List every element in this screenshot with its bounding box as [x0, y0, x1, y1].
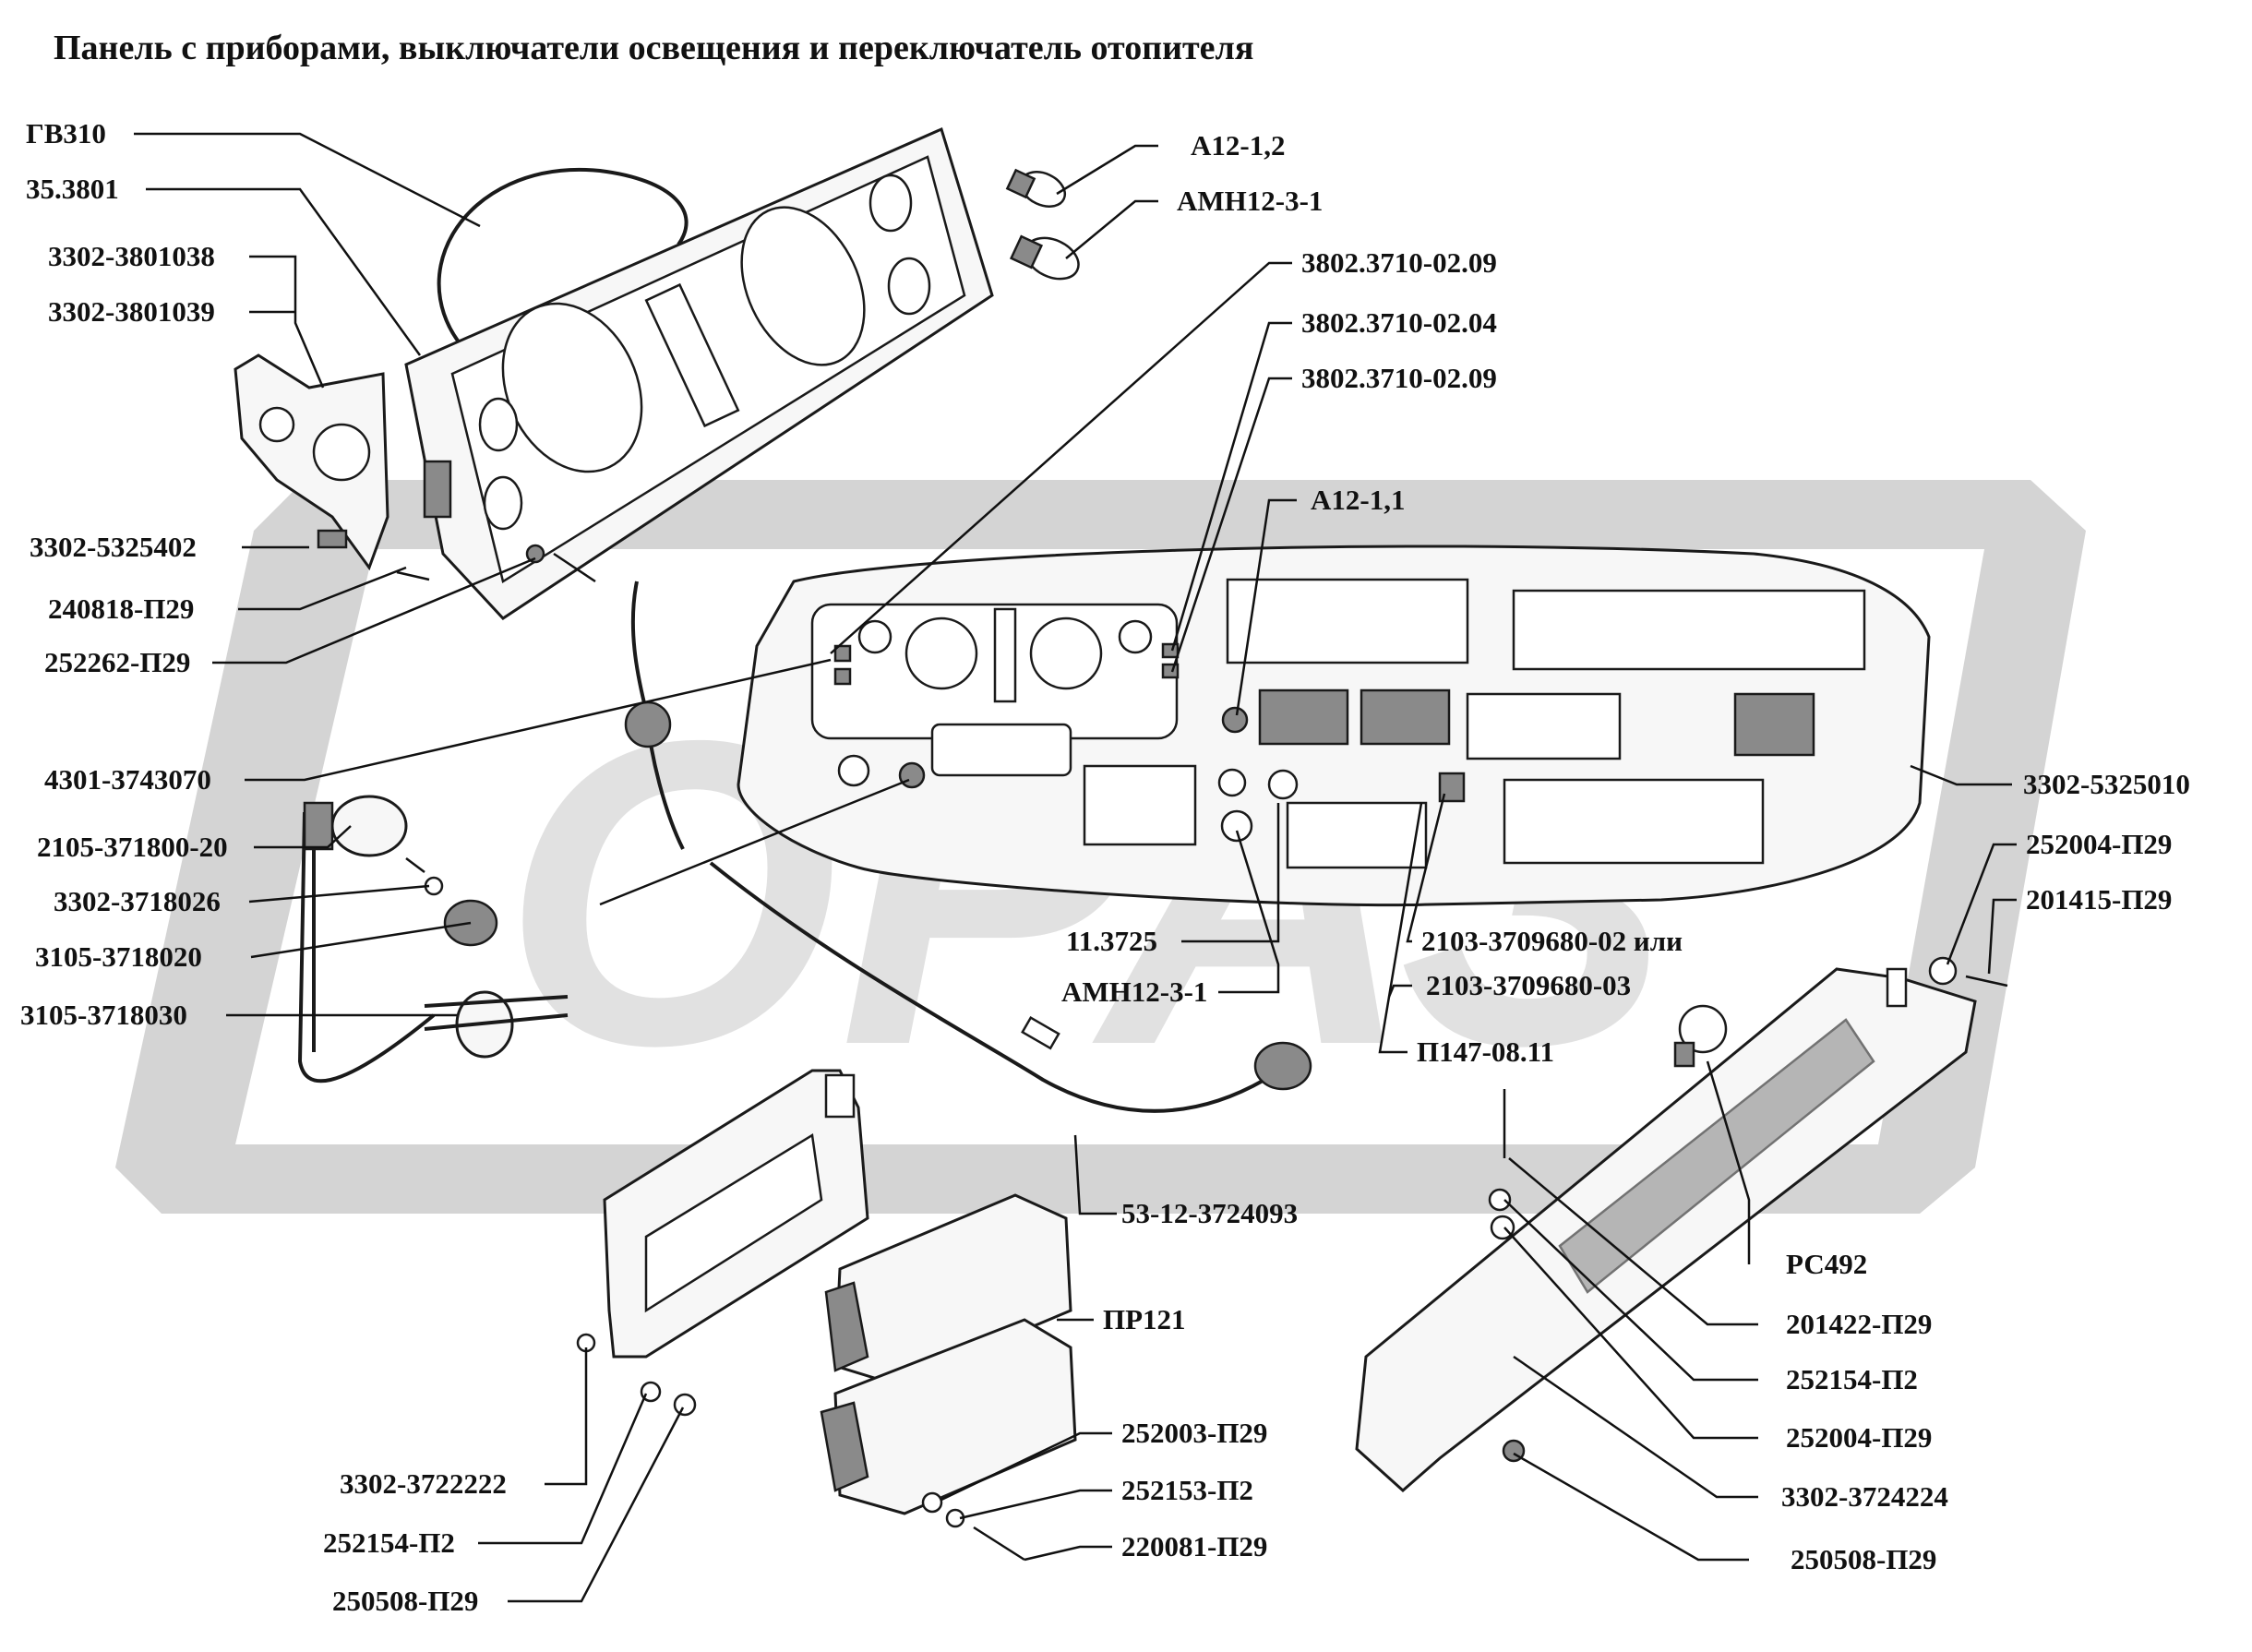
label-252154-right: 252154-П2 — [1786, 1363, 1918, 1395]
label-amn12-mid: АМН12-3-1 — [1061, 976, 1207, 1008]
leader-lines — [134, 132, 2017, 1603]
label-35-3801: 35.3801 — [26, 173, 119, 205]
label-3302-5325010: 3302-5325010 — [2023, 768, 2190, 800]
label-2105: 2105-371800-20 — [37, 831, 228, 863]
label-gv310: ГВ310 — [26, 117, 106, 150]
label-2103-03: 2103-3709680-03 — [1426, 969, 1631, 1001]
label-252262: 252262-П29 — [44, 646, 190, 678]
cluster-bracket — [234, 353, 430, 581]
label-amn12-top: АМН12-3-1 — [1177, 185, 1323, 217]
label-p147: П147-08.11 — [1417, 1035, 1554, 1068]
label-201422: 201422-П29 — [1786, 1308, 1932, 1340]
label-250508-right: 250508-П29 — [1791, 1543, 1936, 1575]
label-53-12: 53-12-3724093 — [1121, 1197, 1298, 1229]
label-rs492: РС492 — [1786, 1248, 1867, 1280]
label-2103-02: 2103-3709680-02 или — [1421, 925, 1683, 957]
label-3302-3724224: 3302-3724224 — [1781, 1480, 1948, 1513]
label-252154-left: 252154-П2 — [323, 1526, 455, 1559]
label-pr121: ПР121 — [1103, 1303, 1186, 1335]
label-220081: 220081-П29 — [1121, 1530, 1267, 1562]
heater-panel — [1355, 956, 2008, 1493]
label-a12-12: А12-1,2 — [1191, 129, 1285, 162]
light-switch — [297, 795, 569, 1083]
speedometer-cable — [709, 861, 1312, 1113]
diagram-title: Панель с приборами, выключатели освещени… — [54, 29, 1253, 67]
label-3302-3801039: 3302-3801039 — [48, 295, 215, 328]
label-4301: 4301-3743070 — [44, 763, 211, 796]
label-252153: 252153-П2 — [1121, 1474, 1253, 1506]
instrument-cluster — [404, 126, 994, 620]
label-3802-04: 3802.3710-02.04 — [1301, 306, 1497, 339]
label-3302-5325402: 3302-5325402 — [30, 531, 197, 563]
label-252004-right: 252004-П29 — [2026, 828, 2172, 860]
dashboard — [599, 545, 1931, 907]
label-3105-3718030: 3105-3718030 — [20, 999, 187, 1031]
label-3302-3722222: 3302-3722222 — [340, 1467, 507, 1500]
label-3105-3718020: 3105-3718020 — [35, 940, 202, 973]
relay-bracket — [576, 1069, 869, 1417]
bulbs-top — [1005, 168, 1080, 281]
label-a12-11: А12-1,1 — [1311, 484, 1405, 516]
label-3302-3718026: 3302-3718026 — [54, 885, 221, 917]
part-labels: ГВ310 35.3801 3302-3801038 3302-3801039 … — [20, 117, 2190, 1617]
label-3802-09a: 3802.3710-02.09 — [1301, 246, 1497, 279]
label-252004-bottom: 252004-П29 — [1786, 1421, 1932, 1454]
label-11-3725: 11.3725 — [1066, 925, 1157, 957]
label-3302-3801038: 3302-3801038 — [48, 240, 215, 272]
label-240818: 240818-П29 — [48, 593, 194, 625]
label-252003: 252003-П29 — [1121, 1417, 1267, 1449]
fuse-blocks — [820, 1193, 1077, 1562]
label-250508-left: 250508-П29 — [332, 1585, 478, 1617]
label-3802-09b: 3802.3710-02.09 — [1301, 362, 1497, 394]
label-201415: 201415-П29 — [2026, 883, 2172, 916]
